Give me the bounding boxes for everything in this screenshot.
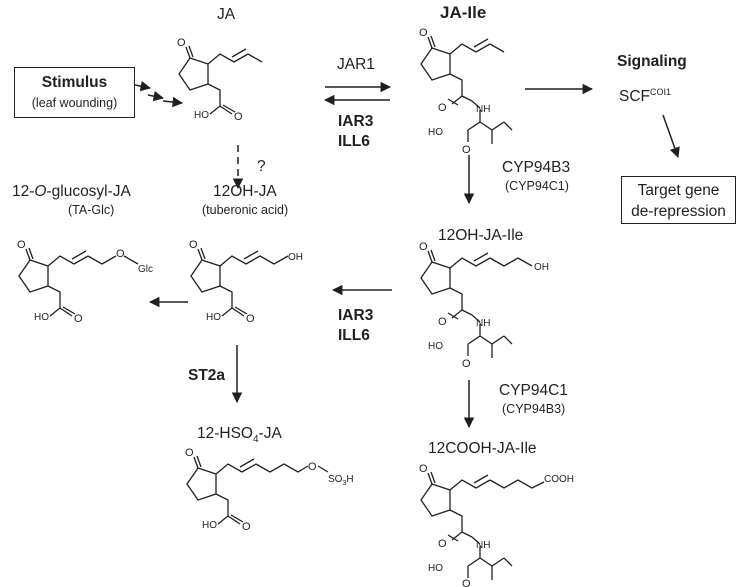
- svg-text:NH: NH: [476, 104, 490, 115]
- svg-text:HO: HO: [428, 127, 443, 138]
- svg-text:HO: HO: [206, 312, 221, 323]
- st2a-label: ST2a: [188, 367, 226, 384]
- svg-text:O: O: [438, 316, 447, 328]
- svg-text:O: O: [438, 102, 447, 114]
- cyp94c1-label: CYP94C1: [499, 382, 568, 399]
- svg-text:HO: HO: [194, 110, 209, 121]
- 12oh-ja-ile-structure: O OH O NH HO O: [419, 241, 549, 370]
- jar1-label: JAR1: [337, 56, 375, 73]
- stimulus-title: Stimulus: [41, 74, 108, 91]
- to-target-gene-arrow: [662, 114, 680, 158]
- cyp94c1-paren-label: (CYP94C1): [505, 179, 569, 193]
- svg-text:O: O: [462, 144, 471, 156]
- 12-hso4-ja-structure: O O SO3H HO O: [185, 447, 354, 533]
- svg-text:NH: NH: [476, 540, 490, 551]
- glucosyl-ja-label: 12-O-glucosyl-JA: [12, 183, 131, 200]
- target-line2: de-repression: [631, 203, 726, 220]
- target-gene-box: Target gene de-repression: [621, 176, 736, 224]
- svg-text:O: O: [74, 313, 83, 325]
- svg-text:Glc: Glc: [138, 264, 153, 275]
- svg-text:O: O: [419, 463, 428, 475]
- stimulus-box: Stimulus (leaf wounding): [14, 67, 135, 118]
- svg-text:NH: NH: [476, 318, 490, 329]
- target-line1: Target gene: [637, 182, 720, 199]
- cyp94b3-label: CYP94B3: [502, 159, 571, 176]
- 12oh-ja-structure: O OH HO O: [189, 239, 303, 325]
- signaling-title: Signaling: [617, 53, 687, 70]
- svg-text:HO: HO: [428, 563, 443, 574]
- svg-text:O: O: [17, 239, 26, 251]
- svg-text:O: O: [462, 578, 471, 587]
- glucosyl-ja-structure: O O Glc HO O: [17, 239, 153, 325]
- svg-text:OH: OH: [288, 252, 303, 263]
- svg-text:O: O: [185, 447, 194, 459]
- svg-text:O: O: [242, 521, 251, 533]
- glucosyl-ja-alt-label: (TA-Glc): [68, 203, 115, 217]
- svg-text:HO: HO: [428, 341, 443, 352]
- 12oh-ja-alt-label: (tuberonic acid): [202, 203, 289, 217]
- ja-label: JA: [217, 6, 236, 23]
- svg-text:O: O: [438, 538, 447, 550]
- stimulus-subtitle: (leaf wounding): [31, 96, 118, 110]
- 12oh-ja-label: 12OH-JA: [213, 183, 277, 200]
- unknown-step-label: ?: [257, 158, 266, 175]
- svg-text:O: O: [234, 111, 243, 123]
- svg-text:O: O: [246, 313, 255, 325]
- svg-text:HO: HO: [202, 520, 217, 531]
- svg-text:O: O: [419, 27, 428, 39]
- ja-ile-label: JA-Ile: [440, 3, 487, 22]
- svg-text:OH: OH: [534, 262, 549, 273]
- svg-text:O: O: [308, 461, 317, 473]
- svg-text:O: O: [177, 37, 186, 49]
- svg-text:O: O: [419, 241, 428, 253]
- 12cooh-ja-ile-label: 12COOH-JA-Ile: [428, 440, 537, 457]
- svg-text:COOH: COOH: [544, 474, 574, 485]
- 12-hso4-ja-label: 12-HSO4-JA: [197, 425, 282, 446]
- ja-ile-structure: O O NH HO O: [419, 27, 513, 156]
- svg-text:O: O: [462, 358, 471, 370]
- ja-structure: O HO O: [177, 37, 263, 123]
- svg-text:HO: HO: [34, 312, 49, 323]
- stimulus-arrow-3: [162, 96, 184, 108]
- svg-text:O: O: [116, 248, 125, 260]
- iar3-label-bottom: IAR3: [338, 307, 374, 324]
- cyp94b3-paren-label: (CYP94B3): [502, 402, 566, 416]
- ill6-label-top: ILL6: [338, 133, 370, 150]
- so3h-group: SO3H: [328, 474, 354, 487]
- svg-text:O: O: [189, 239, 198, 251]
- stimulus-arrow-2: [147, 90, 165, 102]
- scf-coi1-label: SCFCOI1: [619, 87, 672, 106]
- ill6-label-bottom: ILL6: [338, 327, 370, 344]
- iar3-label-top: IAR3: [338, 113, 374, 130]
- stimulus-arrow-1: [134, 80, 152, 92]
- 12cooh-ja-ile-structure: O COOH O NH HO O: [419, 463, 574, 587]
- 12oh-ja-ile-label: 12OH-JA-Ile: [438, 227, 524, 244]
